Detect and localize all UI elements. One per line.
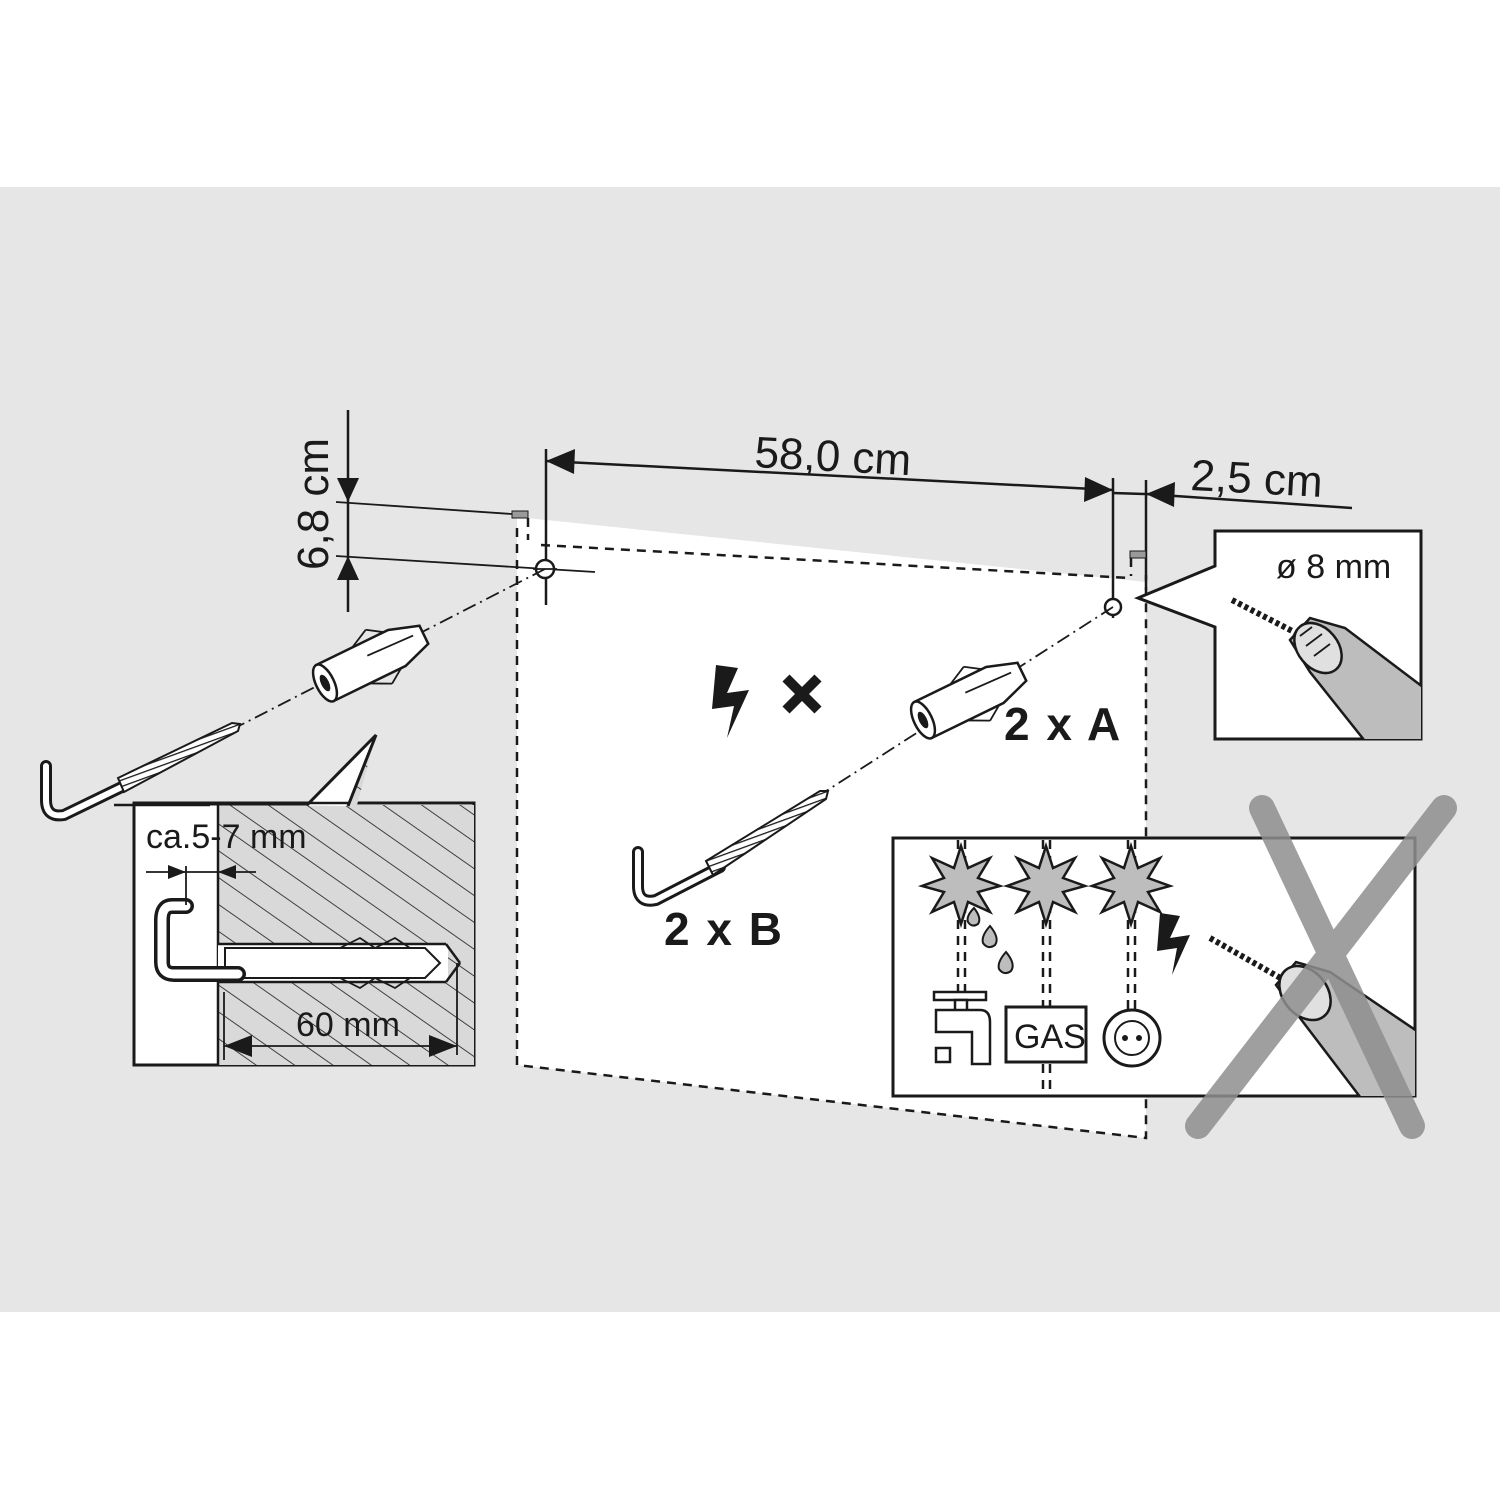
hazard-panel: GAS — [891, 836, 1417, 1098]
assembly-axis-right — [819, 606, 1114, 796]
cross-icon — [782, 674, 822, 714]
dimension-edge-label: 2,5 cm — [1189, 451, 1323, 507]
power-socket-icon — [1102, 1008, 1162, 1068]
water-drops-icon — [966, 906, 1014, 975]
dimension-height-offset: 6,8 cm — [289, 410, 596, 612]
assembly-axis-left — [234, 568, 546, 729]
burst-icon — [1087, 841, 1175, 929]
drill-callout: ø 8 mm — [1133, 529, 1423, 741]
dimension-edge-offset: 2,5 cm — [1112, 451, 1353, 590]
dowel-left — [311, 624, 430, 703]
hook-quantity-label: 2 x B — [664, 903, 784, 955]
dimension-hole-spacing: 58,0 cm — [544, 428, 1115, 618]
drill-diameter-label: ø 8 mm — [1276, 548, 1391, 586]
screw-hook-left — [40, 721, 242, 822]
dimension-spacing-label: 58,0 cm — [753, 428, 912, 485]
prohibition-cross-icon — [1185, 795, 1457, 1139]
lightning-icon — [1157, 913, 1190, 975]
burst-icon — [1002, 841, 1090, 929]
dowel-right — [909, 661, 1028, 740]
gas-label: GAS — [1014, 1018, 1086, 1056]
dowel-quantity-label: 2 x A — [1004, 698, 1122, 750]
water-tap-icon — [932, 990, 992, 1066]
lightning-icon — [712, 665, 749, 738]
gap-label: ca.5-7 mm — [146, 818, 307, 856]
dimension-height-label: 6,8 cm — [289, 438, 338, 570]
gas-pipe-icon: GAS — [1004, 1005, 1088, 1064]
depth-label: 60 mm — [296, 1006, 400, 1044]
burst-icon — [917, 841, 1005, 929]
drill-icon — [1230, 597, 1421, 739]
screw-hook-right — [632, 790, 830, 907]
wall-section-detail: ca.5-7 mm 60 mm — [114, 733, 476, 1067]
